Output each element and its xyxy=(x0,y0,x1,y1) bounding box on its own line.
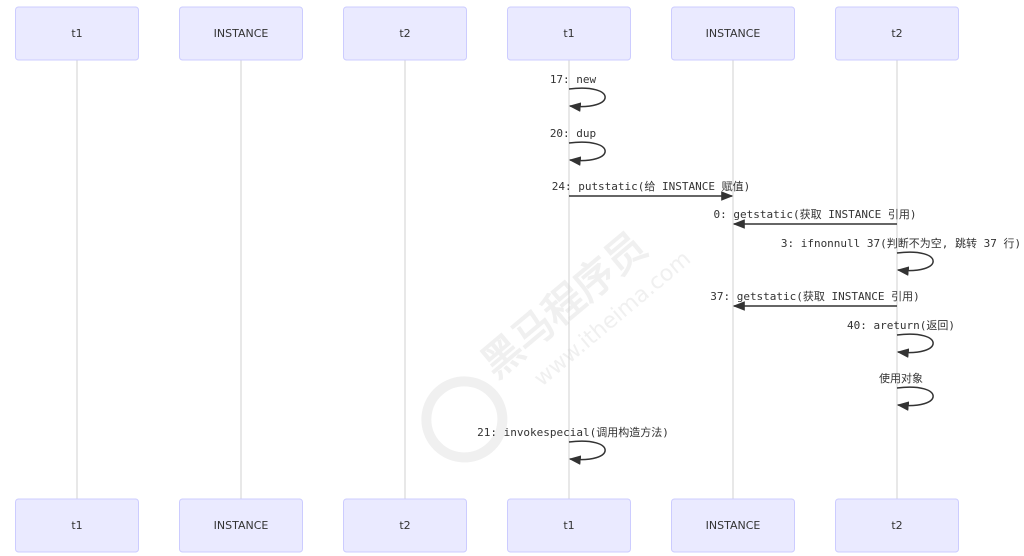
actor-label-bottom: INSTANCE xyxy=(706,519,761,532)
actor-box-bottom xyxy=(507,498,631,553)
actor-box-top xyxy=(507,6,631,61)
actor-label-bottom: t2 xyxy=(399,519,410,532)
message: 20: dup xyxy=(550,127,606,166)
actor-box-top xyxy=(835,6,959,61)
message: 3: ifnonnull 37(判断不为空, 跳转 37 行) xyxy=(781,236,1021,276)
self-message-arrow xyxy=(568,141,606,166)
actor-box-top xyxy=(343,6,467,61)
actor-box-bottom xyxy=(343,498,467,553)
message-label: 37: getstatic(获取 INSTANCE 引用) xyxy=(710,289,920,303)
actor-label-bottom: t2 xyxy=(891,519,902,532)
message-label: 24: putstatic(给 INSTANCE 赋值) xyxy=(552,180,751,193)
message-label: 3: ifnonnull 37(判断不为空, 跳转 37 行) xyxy=(781,236,1021,250)
self-message-arrow xyxy=(896,333,934,358)
actor-label-bottom: t1 xyxy=(563,519,574,532)
self-message-arrow xyxy=(896,251,934,276)
actor-box-top xyxy=(671,6,795,61)
message: 40: areturn(返回) xyxy=(847,319,955,358)
actor-box-bottom xyxy=(835,498,959,553)
message-label: 21: invokespecial(调用构造方法) xyxy=(477,425,669,439)
watermark-logo-icon xyxy=(421,376,508,463)
message: 37: getstatic(获取 INSTANCE 引用) xyxy=(710,289,920,311)
self-message-arrow xyxy=(896,386,934,411)
actor-box-bottom xyxy=(15,498,139,553)
message-label: 17: new xyxy=(550,73,597,86)
message: 0: getstatic(获取 INSTANCE 引用) xyxy=(714,207,917,229)
actor-label-top: t1 xyxy=(71,27,82,40)
actor-label-top: INSTANCE xyxy=(706,27,761,40)
actor-box-top xyxy=(179,6,303,61)
actor-label-bottom: t1 xyxy=(71,519,82,532)
actor-box-bottom xyxy=(671,498,795,553)
self-message-arrow xyxy=(568,87,606,112)
message-label: 40: areturn(返回) xyxy=(847,319,955,332)
actor-label-top: t1 xyxy=(563,27,574,40)
message-label: 使用对象 xyxy=(879,371,923,385)
self-message-arrow xyxy=(568,440,606,465)
message: 24: putstatic(给 INSTANCE 赋值) xyxy=(552,180,751,201)
actor-label-bottom: INSTANCE xyxy=(214,519,269,532)
message: 21: invokespecial(调用构造方法) xyxy=(477,425,669,465)
actor-label-top: t2 xyxy=(399,27,410,40)
message: 17: new xyxy=(550,73,606,112)
message: 使用对象 xyxy=(879,371,934,411)
actor-box-top xyxy=(15,6,139,61)
message-label: 0: getstatic(获取 INSTANCE 引用) xyxy=(714,207,917,221)
actor-label-top: INSTANCE xyxy=(214,27,269,40)
message-label: 20: dup xyxy=(550,127,596,140)
actor-box-bottom xyxy=(179,498,303,553)
actor-label-top: t2 xyxy=(891,27,902,40)
